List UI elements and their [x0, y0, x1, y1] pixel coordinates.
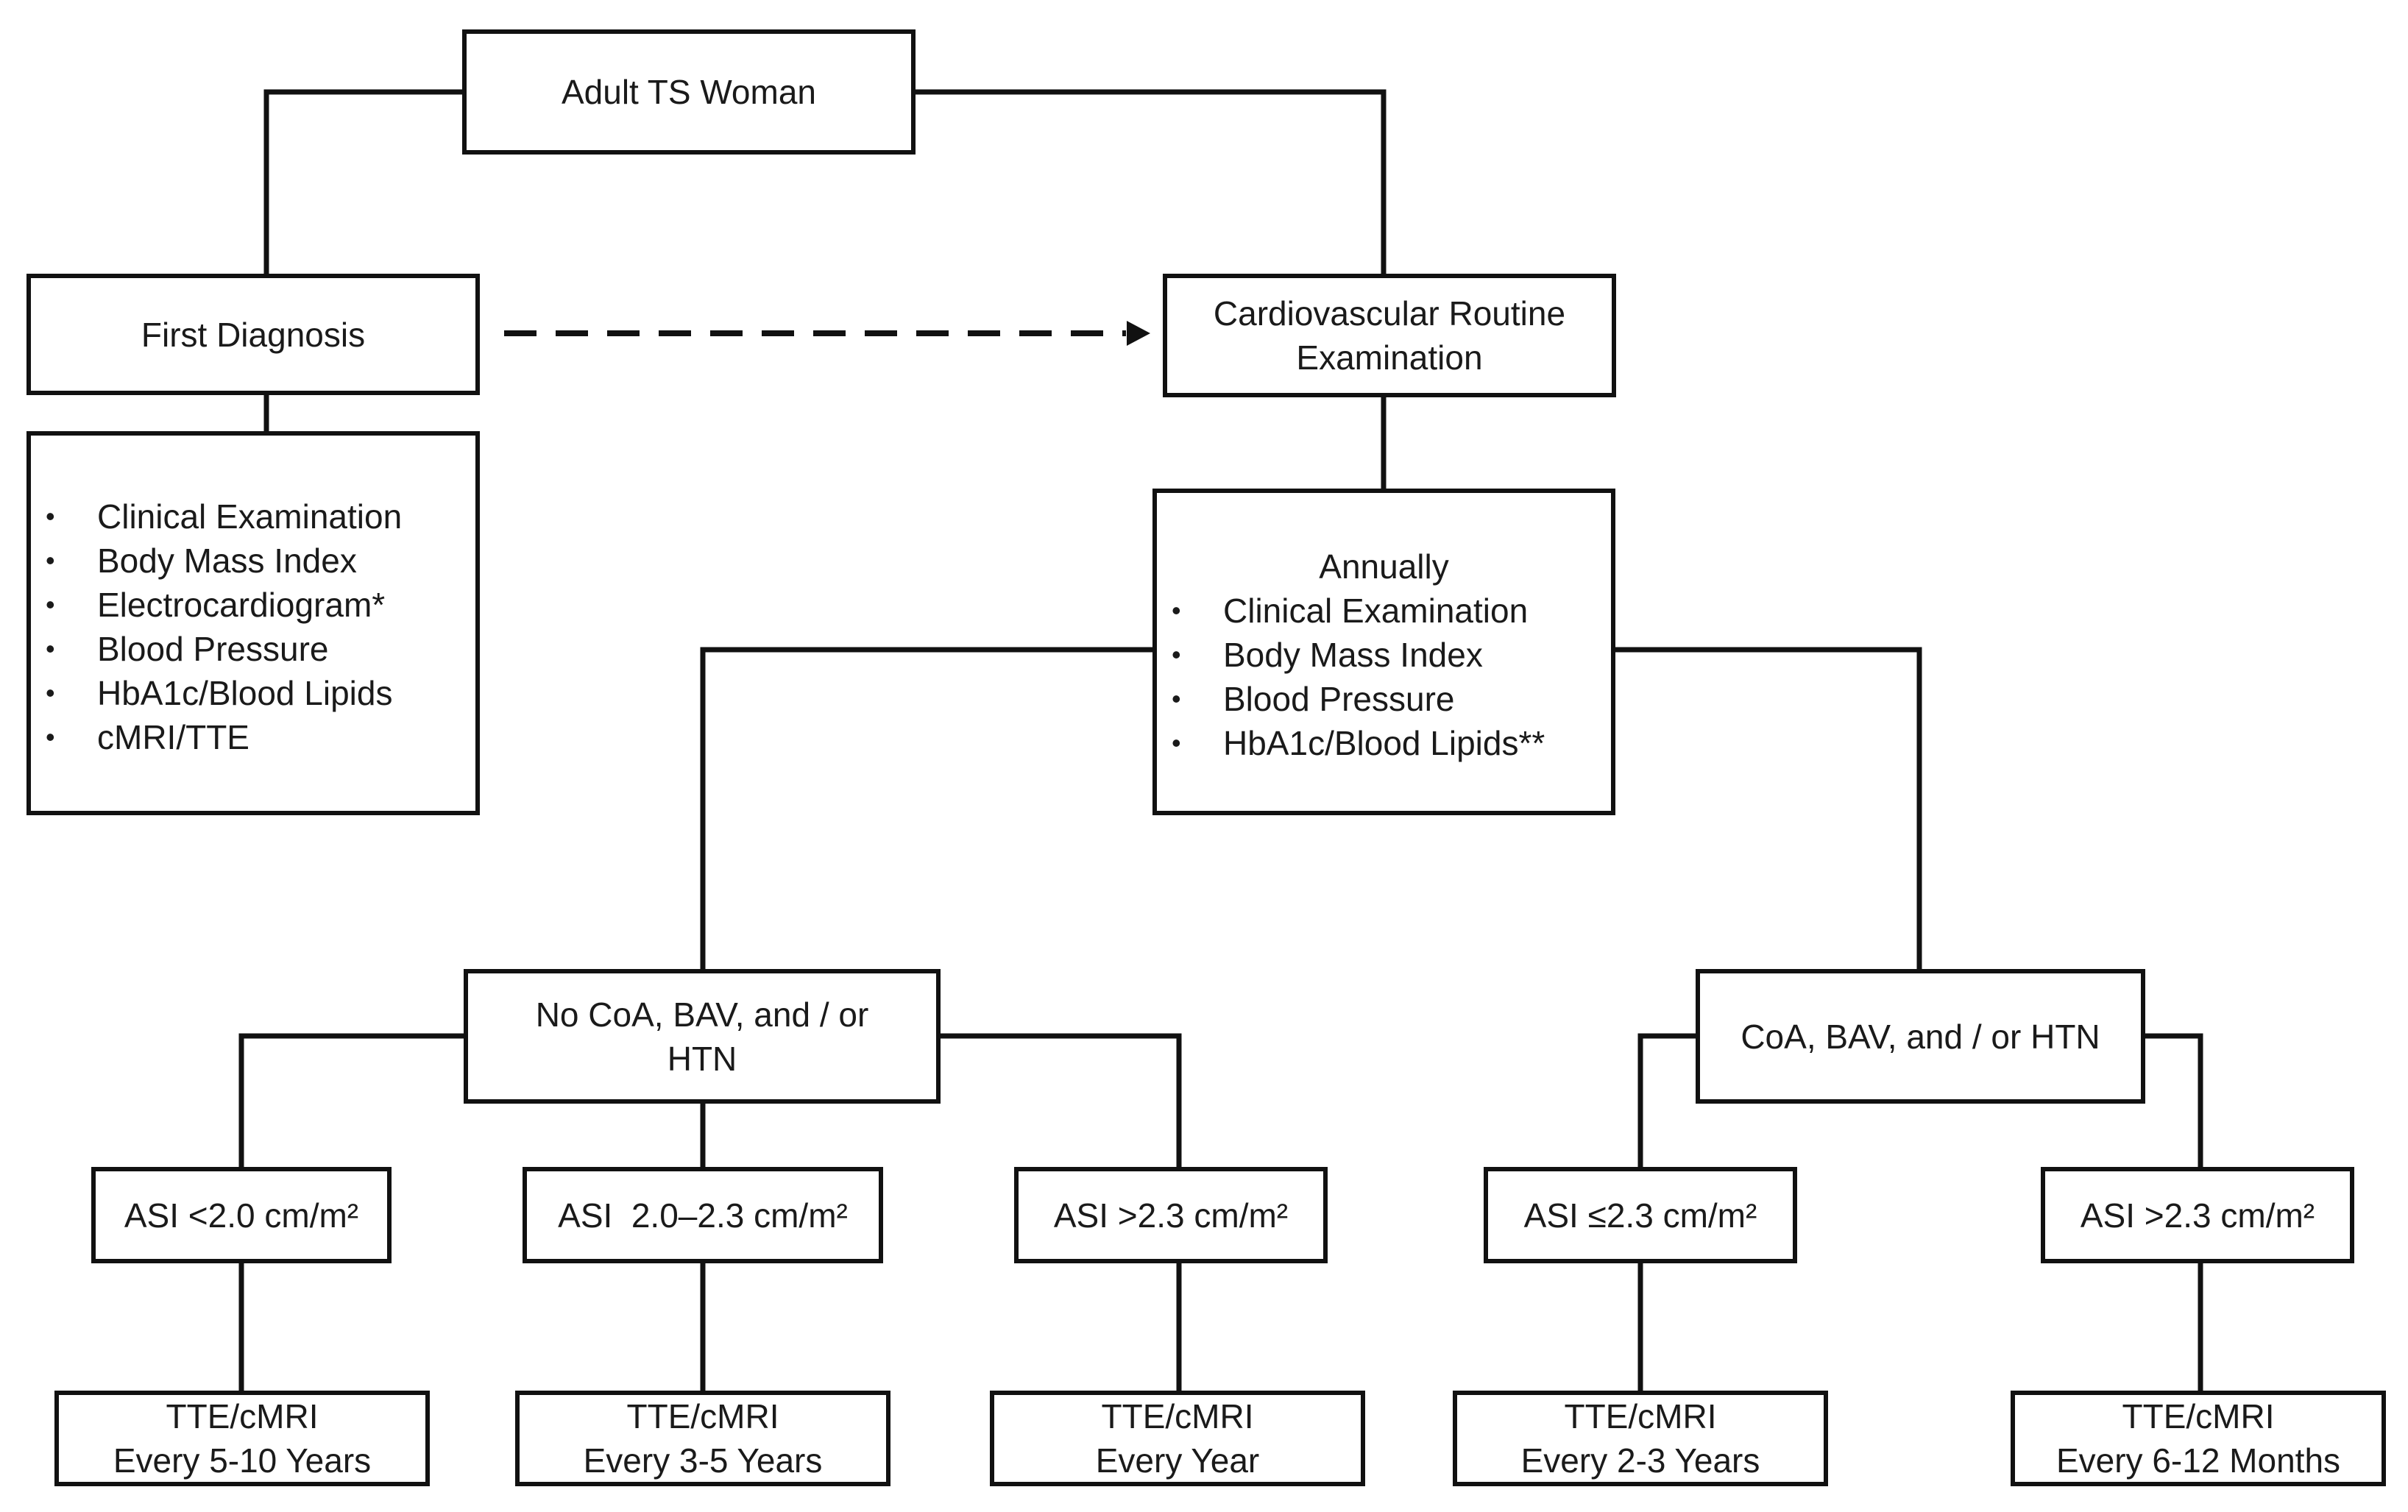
no-risk-node: No CoA, BAV, and / or HTN	[464, 969, 941, 1104]
asi-label: ASI 2.0–2.3 cm/m²	[558, 1196, 848, 1235]
connector-annual-risk	[1615, 647, 1922, 969]
routine-label-line1: Cardiovascular Routine	[1213, 294, 1566, 333]
followup-line2: Every 5-10 Years	[113, 1441, 372, 1480]
list-item: cMRI/TTE	[31, 715, 402, 759]
first-diagnosis-checklist: Clinical Examination Body Mass Index Ele…	[26, 431, 480, 815]
list-item: Body Mass Index	[31, 539, 402, 583]
followup-line2: Every 6-12 Months	[2055, 1441, 2341, 1480]
first-diagnosis-label: First Diagnosis	[141, 315, 366, 354]
routine-examination-node: Cardiovascular Routine Examination	[1163, 274, 1616, 397]
connector-no-risk-asi-3	[941, 1033, 1182, 1167]
root-label: Adult TS Woman	[561, 73, 816, 111]
asi-label: ASI <2.0 cm/m²	[124, 1196, 359, 1235]
followup-line2: Every 3-5 Years	[583, 1441, 823, 1480]
asi-label: ASI >2.3 cm/m²	[2080, 1196, 2315, 1235]
no-risk-line1: No CoA, BAV, and / or	[535, 995, 869, 1034]
annual-heading: Annually	[1319, 547, 1449, 586]
followup-node: TTE/cMRI Every 5-10 Years	[54, 1391, 430, 1486]
dashed-arrow-head	[1127, 321, 1150, 346]
followup-line1: TTE/cMRI	[1564, 1397, 1717, 1435]
connector-risk-asi-4	[1637, 1033, 1696, 1167]
connector-no-risk-asi-1	[238, 1033, 464, 1167]
followup-line2: Every 2-3 Years	[1520, 1441, 1760, 1480]
connector-root-routine	[916, 89, 1387, 274]
followup-line1: TTE/cMRI	[626, 1397, 779, 1435]
annual-items: Clinical Examination Body Mass Index Blo…	[1157, 589, 1545, 765]
list-item: Clinical Examination	[1157, 589, 1545, 633]
connector-annual-no-risk	[700, 647, 1152, 969]
asi-node: ASI 2.0–2.3 cm/m²	[523, 1167, 883, 1263]
list-item: Blood Pressure	[1157, 677, 1545, 721]
list-item: Clinical Examination	[31, 494, 402, 539]
asi-label: ASI ≤2.3 cm/m²	[1523, 1196, 1757, 1235]
list-item: Electrocardiogram*	[31, 583, 402, 627]
root-node: Adult TS Woman	[462, 29, 916, 155]
followup-node: TTE/cMRI Every 2-3 Years	[1453, 1391, 1828, 1486]
asi-node: ASI ≤2.3 cm/m²	[1484, 1167, 1797, 1263]
risk-label: CoA, BAV, and / or HTN	[1741, 1017, 2100, 1056]
followup-node: TTE/cMRI Every 3-5 Years	[515, 1391, 890, 1486]
annual-checklist: Annually Clinical Examination Body Mass …	[1152, 489, 1615, 815]
followup-line2: Every Year	[1095, 1441, 1260, 1480]
connector-risk-asi-5	[2145, 1033, 2203, 1167]
list-item: Blood Pressure	[31, 627, 402, 671]
followup-line1: TTE/cMRI	[2122, 1397, 2275, 1435]
risk-node: CoA, BAV, and / or HTN	[1696, 969, 2145, 1104]
asi-label: ASI >2.3 cm/m²	[1053, 1196, 1289, 1235]
followup-node: TTE/cMRI Every 6-12 Months	[2011, 1391, 2386, 1486]
list-item: HbA1c/Blood Lipids**	[1157, 721, 1545, 765]
asi-node: ASI >2.3 cm/m²	[1014, 1167, 1328, 1263]
first-diagnosis-items: Clinical Examination Body Mass Index Ele…	[31, 494, 402, 759]
followup-node: TTE/cMRI Every Year	[990, 1391, 1365, 1486]
followup-line1: TTE/cMRI	[1101, 1397, 1254, 1435]
first-diagnosis-node: First Diagnosis	[26, 274, 480, 395]
asi-node: ASI >2.3 cm/m²	[2041, 1167, 2354, 1263]
no-risk-line2: HTN	[667, 1039, 737, 1078]
connector-root-first	[263, 89, 462, 274]
followup-line1: TTE/cMRI	[166, 1397, 319, 1435]
list-item: Body Mass Index	[1157, 633, 1545, 677]
asi-node: ASI <2.0 cm/m²	[91, 1167, 392, 1263]
routine-label-line2: Examination	[1296, 338, 1483, 377]
list-item: HbA1c/Blood Lipids	[31, 671, 402, 715]
